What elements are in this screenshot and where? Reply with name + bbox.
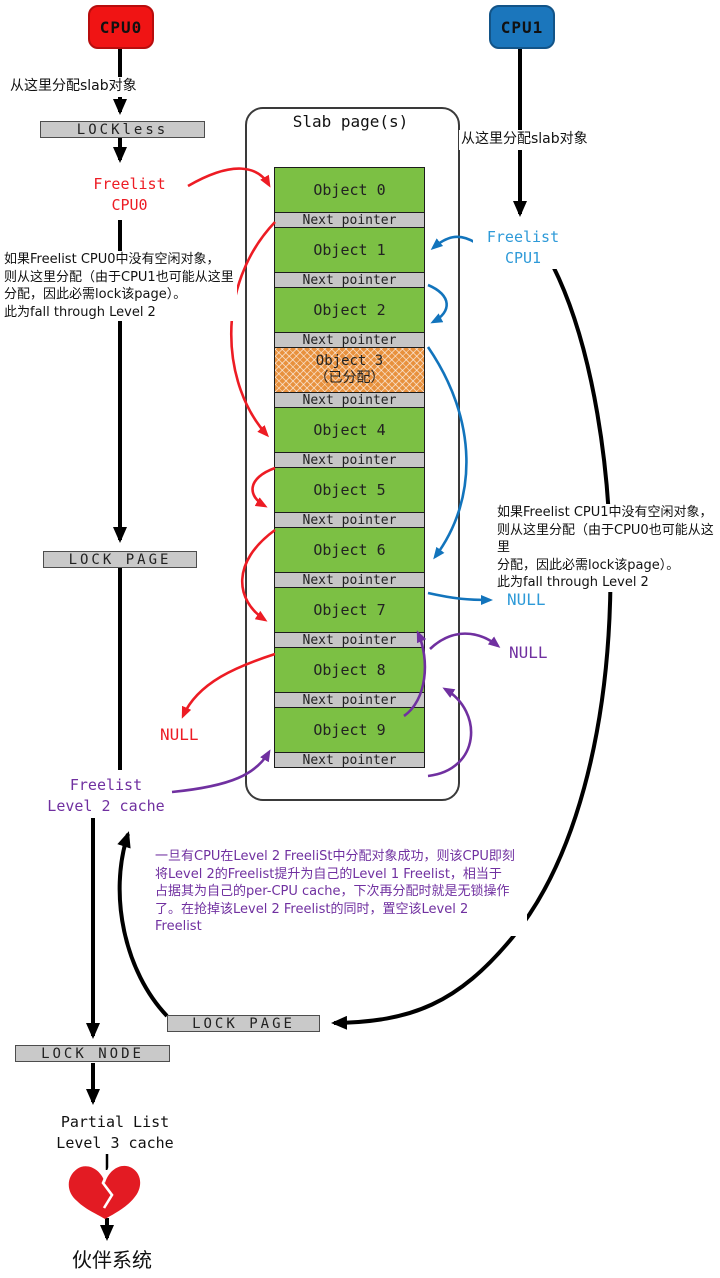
null-label-level2: NULL bbox=[507, 643, 550, 662]
slab-row-label: Object 1 bbox=[313, 241, 386, 259]
null-label-cpu1: NULL bbox=[505, 590, 548, 609]
cpu0-box: CPU0 bbox=[88, 5, 154, 49]
slab-row-9-pointer: Next pointer bbox=[274, 452, 425, 468]
slab-row-label: Object 2 bbox=[313, 301, 386, 319]
slab-row-17-pointer: Next pointer bbox=[274, 692, 425, 708]
slab-row-16-object: Object 8 bbox=[274, 647, 425, 693]
slab-row-label: Next pointer bbox=[302, 572, 397, 588]
cpu0-alloc-label: 从这里分配slab对象 bbox=[8, 77, 139, 97]
slab-row-6-allocated: Object 3（已分配） bbox=[274, 347, 425, 393]
buddy-system-label: 伙伴系统 bbox=[72, 1248, 152, 1272]
slab-row-label: Next pointer bbox=[302, 272, 397, 288]
lock-page-bottom-box: LOCK PAGE bbox=[167, 1015, 320, 1032]
slab-row-13-pointer: Next pointer bbox=[274, 572, 425, 588]
slab-row-label: Next pointer bbox=[302, 212, 397, 228]
slab-row-sublabel: （已分配） bbox=[314, 370, 385, 386]
slab-row-19-pointer: Next pointer bbox=[274, 752, 425, 768]
broken-heart-icon bbox=[68, 1165, 141, 1219]
lock-page-left-box: LOCK PAGE bbox=[43, 551, 197, 568]
slab-row-label: Next pointer bbox=[302, 332, 397, 348]
slab-row-8-object: Object 4 bbox=[274, 407, 425, 453]
slab-row-label: Object 3 bbox=[315, 353, 384, 369]
cpu1-box: CPU1 bbox=[489, 5, 555, 49]
slab-row-5-pointer: Next pointer bbox=[274, 332, 425, 348]
slab-row-label: Next pointer bbox=[302, 392, 397, 408]
slab-row-11-pointer: Next pointer bbox=[274, 512, 425, 528]
freelist-cpu1-label: Freelist CPU1 bbox=[473, 227, 573, 269]
slab-row-10-object: Object 5 bbox=[274, 467, 425, 513]
cpu1-fallthrough-note: 如果Freelist CPU1中没有空闲对象， 则从这里分配（由于CPU0也可能… bbox=[497, 504, 716, 592]
slab-row-label: Next pointer bbox=[302, 752, 397, 768]
slab-row-0-object: Object 0 bbox=[274, 167, 425, 213]
slab-row-label: Next pointer bbox=[302, 692, 397, 708]
slab-row-label: Object 8 bbox=[313, 661, 386, 679]
null-label-cpu0: NULL bbox=[158, 725, 201, 744]
slab-row-12-object: Object 6 bbox=[274, 527, 425, 573]
partial-list-label: Partial List Level 3 cache bbox=[40, 1112, 190, 1154]
slab-row-label: Object 5 bbox=[313, 481, 386, 499]
freelist-level2-label: Freelist Level 2 cache bbox=[42, 775, 170, 817]
slab-row-label: Object 6 bbox=[313, 541, 386, 559]
slab-row-label: Object 7 bbox=[313, 601, 386, 619]
slab-row-2-object: Object 1 bbox=[274, 227, 425, 273]
lock-node-box: LOCK NODE bbox=[15, 1045, 170, 1062]
slab-row-14-object: Object 7 bbox=[274, 587, 425, 633]
slab-row-15-pointer: Next pointer bbox=[274, 632, 425, 648]
cpu0-fallthrough-note: 如果Freelist CPU0中没有空闲对象， 则从这里分配（由于CPU1也可能… bbox=[4, 251, 237, 321]
slab-row-4-object: Object 2 bbox=[274, 287, 425, 333]
slab-row-7-pointer: Next pointer bbox=[274, 392, 425, 408]
cpu1-alloc-label: 从这里分配slab对象 bbox=[459, 130, 590, 150]
slab-row-label: Object 4 bbox=[313, 421, 386, 439]
slab-row-1-pointer: Next pointer bbox=[274, 212, 425, 228]
slab-row-label: Object 0 bbox=[313, 181, 386, 199]
slab-row-3-pointer: Next pointer bbox=[274, 272, 425, 288]
slab-row-18-object: Object 9 bbox=[274, 707, 425, 753]
slab-page-title: Slab page(s) bbox=[292, 112, 409, 131]
slab-row-label: Object 9 bbox=[313, 721, 386, 739]
lockless-box: LOCKless bbox=[40, 121, 205, 138]
freelist-cpu0-label: Freelist CPU0 bbox=[72, 174, 187, 216]
slab-row-label: Next pointer bbox=[302, 632, 397, 648]
slab-row-label: Next pointer bbox=[302, 452, 397, 468]
level2-promotion-note: 一旦有CPU在Level 2 FreeliSt中分配对象成功，则该CPU即刻 将… bbox=[155, 848, 527, 936]
slab-row-label: Next pointer bbox=[302, 512, 397, 528]
